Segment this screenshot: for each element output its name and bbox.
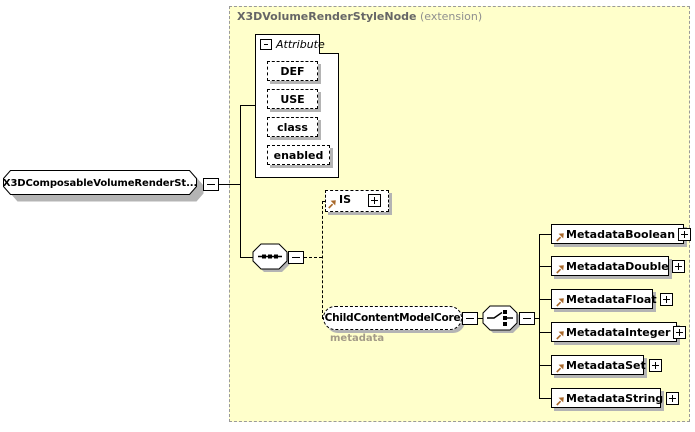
root-collapse-toggle[interactable] bbox=[203, 178, 219, 191]
element-label: MetadataDouble bbox=[566, 259, 669, 273]
sequence-collapse-toggle[interactable] bbox=[288, 251, 304, 264]
connector-choice-h bbox=[478, 318, 484, 319]
element-label: MetadataFloat bbox=[566, 292, 657, 306]
expand-toggle[interactable] bbox=[671, 259, 685, 273]
expand-toggle[interactable] bbox=[659, 292, 673, 306]
panel-title-text: X3DVolumeRenderStyleNode bbox=[237, 10, 417, 23]
reference-arrow-icon bbox=[556, 232, 564, 242]
branch-metadata-2 bbox=[539, 266, 551, 267]
metadata-double-element[interactable]: MetadataDouble bbox=[551, 256, 685, 276]
branch-metadata-5 bbox=[539, 365, 551, 366]
choice-collapse-toggle[interactable] bbox=[519, 312, 535, 325]
connector-seq-h bbox=[240, 257, 253, 258]
metadata-string-element[interactable]: MetadataString bbox=[551, 388, 680, 408]
connector-root-h bbox=[218, 184, 240, 185]
branch-metadata-1 bbox=[539, 234, 551, 235]
attribute-use[interactable]: USE bbox=[267, 89, 318, 109]
metadata-integer-element[interactable]: MetadataInteger bbox=[551, 322, 687, 342]
reference-arrow-icon bbox=[556, 297, 564, 307]
metadata-annotation: metadata bbox=[330, 333, 385, 344]
connector-trunk-v bbox=[539, 234, 540, 399]
sequence-icon[interactable] bbox=[250, 241, 294, 275]
reference-arrow-icon bbox=[556, 396, 564, 406]
element-label: MetadataBoolean bbox=[566, 227, 676, 241]
branch-metadata-4 bbox=[539, 332, 551, 333]
root-outline bbox=[3, 170, 197, 195]
attribute-collapse-toggle[interactable] bbox=[260, 39, 272, 50]
dashed-connector-v bbox=[322, 201, 323, 318]
connector-root-v bbox=[240, 105, 241, 258]
expand-toggle[interactable] bbox=[648, 358, 662, 372]
expand-toggle[interactable] bbox=[673, 325, 687, 339]
child-content-model-core-group[interactable]: ChildContentModelCore bbox=[323, 306, 462, 330]
branch-metadata-3 bbox=[539, 299, 551, 300]
metadata-boolean-element[interactable]: MetadataBoolean bbox=[551, 224, 692, 244]
reference-arrow-icon bbox=[328, 200, 336, 209]
reference-arrow-icon bbox=[556, 363, 564, 373]
dashed-connector-is bbox=[322, 201, 326, 202]
element-label: MetadataSet bbox=[566, 358, 646, 372]
root-element-label: X3DComposableVolumeRenderSt... bbox=[2, 178, 198, 189]
connector-attr-h bbox=[240, 105, 255, 106]
reference-arrow-icon bbox=[556, 264, 564, 274]
ccmc-collapse-toggle[interactable] bbox=[462, 312, 478, 325]
metadata-float-element[interactable]: MetadataFloat bbox=[551, 289, 673, 309]
choice-icon[interactable] bbox=[481, 304, 523, 336]
attribute-class[interactable]: class bbox=[267, 117, 318, 137]
connector-trunk-h bbox=[535, 318, 539, 319]
expand-toggle[interactable] bbox=[666, 391, 680, 405]
panel-subtitle-text: (extension) bbox=[419, 10, 483, 23]
attribute-def[interactable]: DEF bbox=[267, 61, 318, 81]
element-label: MetadataInteger bbox=[566, 325, 671, 339]
root-element-shape[interactable] bbox=[0, 167, 206, 203]
dashed-connector-seq bbox=[304, 257, 322, 258]
is-expand-toggle[interactable] bbox=[368, 194, 381, 207]
panel-title: X3DVolumeRenderStyleNode (extension) bbox=[237, 10, 482, 23]
reference-arrow-icon bbox=[556, 330, 564, 340]
metadata-set-element[interactable]: MetadataSet bbox=[551, 355, 662, 375]
branch-metadata-6 bbox=[539, 398, 551, 399]
element-label: MetadataString bbox=[566, 391, 664, 405]
expand-toggle[interactable] bbox=[678, 227, 692, 241]
attribute-enabled[interactable]: enabled bbox=[267, 145, 330, 165]
is-element-label: IS bbox=[339, 193, 352, 206]
attribute-group-label: Attribute bbox=[276, 38, 325, 51]
